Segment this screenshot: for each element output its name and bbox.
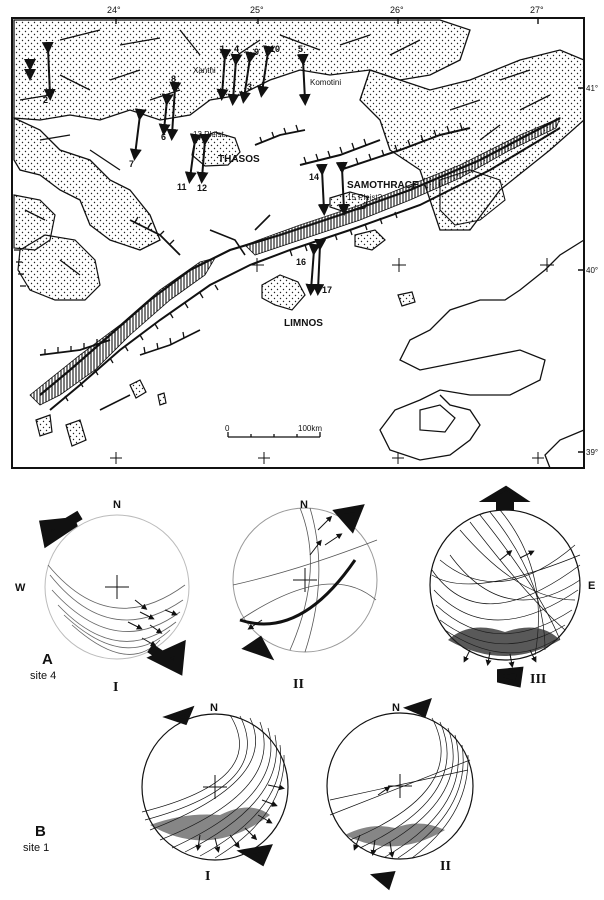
site-number-1: 1 — [220, 44, 225, 54]
lon-label-24: 24° — [107, 5, 121, 15]
place-limnos: LIMNOS — [284, 318, 323, 329]
site-number-10: 10 — [270, 44, 280, 54]
stereonet-a-2: N II — [232, 499, 378, 692]
panel-a-site: site 4 — [30, 670, 56, 682]
roman-ii-a: II — [293, 677, 304, 692]
lat-label-40: 40° — [586, 266, 598, 275]
site-number-3: 3 — [247, 82, 252, 92]
panel-b-letter: B — [35, 823, 46, 840]
scale-bar: 0 100km — [225, 424, 322, 438]
site-number-14: 14 — [309, 172, 319, 182]
site-number-8: 8 — [171, 74, 176, 84]
extension-arrow-nw-b1 — [162, 705, 195, 726]
site-number-11: 11 — [177, 182, 187, 192]
graticule-crosses — [110, 258, 554, 464]
stereonet-b-2: N II — [326, 698, 474, 891]
roman-ii-b: II — [440, 859, 451, 874]
site-number-6: 6 — [161, 132, 166, 142]
extension-arrow-s-3 — [497, 666, 524, 688]
roman-i-a: I — [113, 680, 118, 695]
west-label-a1: W — [15, 582, 26, 594]
scale-end-label: 100km — [298, 424, 322, 433]
site-number-2: 2 — [43, 95, 48, 105]
extension-arrow-n-3 — [478, 485, 531, 510]
extension-arrow-ne-2 — [332, 504, 365, 534]
site-13-pleist: 13 Pleist. — [193, 130, 226, 139]
site-number-16: 16 — [296, 257, 306, 267]
site-number-5: 5 — [298, 44, 303, 54]
extension-arrow-sw-2 — [241, 635, 275, 661]
north-label-a1: N — [113, 499, 121, 511]
extension-arrow-ne — [39, 510, 83, 549]
place-samothrace: SAMOTHRACE — [347, 180, 419, 191]
roman-iii-a: III — [530, 672, 546, 687]
extension-arrow-se — [146, 639, 186, 676]
site-number-12: 12 — [197, 183, 207, 193]
extension-arrow-s-b2 — [369, 871, 396, 891]
tectonic-map: 0 100km 24° 25° 26° 27° 41° 40° 39° Xant… — [11, 5, 598, 469]
stereonet-b-1: N I — [141, 702, 289, 884]
lat-label-39: 39° — [586, 448, 598, 457]
place-komotini: Komotini — [310, 78, 341, 87]
stereonets: N W I A site 4 N II — [15, 485, 595, 891]
place-xanthi: Xanthi — [193, 66, 216, 75]
roman-i-b: I — [205, 869, 210, 884]
scale-zero-label: 0 — [225, 424, 230, 433]
limnos-island — [261, 274, 306, 311]
north-label-b2: N — [392, 702, 400, 714]
lon-label-27: 27° — [530, 5, 544, 15]
site-number-4: 4 — [234, 44, 239, 54]
extension-arrow-ne-b2 — [402, 698, 432, 718]
lon-label-25: 25° — [250, 5, 264, 15]
site-number-7: 7 — [129, 159, 134, 169]
place-thasos: THASOS — [218, 154, 260, 165]
lat-label-41: 41° — [586, 84, 598, 93]
panel-a-letter: A — [42, 651, 53, 668]
site-number-9: 9 — [254, 47, 259, 57]
frame-ticks — [115, 18, 584, 453]
stereonet-a-1: N W I — [15, 499, 190, 695]
extension-arrow-se-b1 — [236, 844, 273, 867]
lon-label-26: 26° — [390, 5, 404, 15]
east-label-a3: E — [588, 580, 595, 592]
north-label-b1: N — [210, 702, 218, 714]
north-label-a2: N — [300, 499, 308, 511]
site-number-17: 17 — [322, 285, 332, 295]
site-15-pleist: 15 Pleist? — [347, 193, 383, 202]
stress-arrows — [24, 41, 350, 296]
stereonet-a-3: E III — [429, 485, 595, 688]
anatolian-coast — [379, 239, 585, 469]
panel-b-site: site 1 — [23, 842, 49, 854]
